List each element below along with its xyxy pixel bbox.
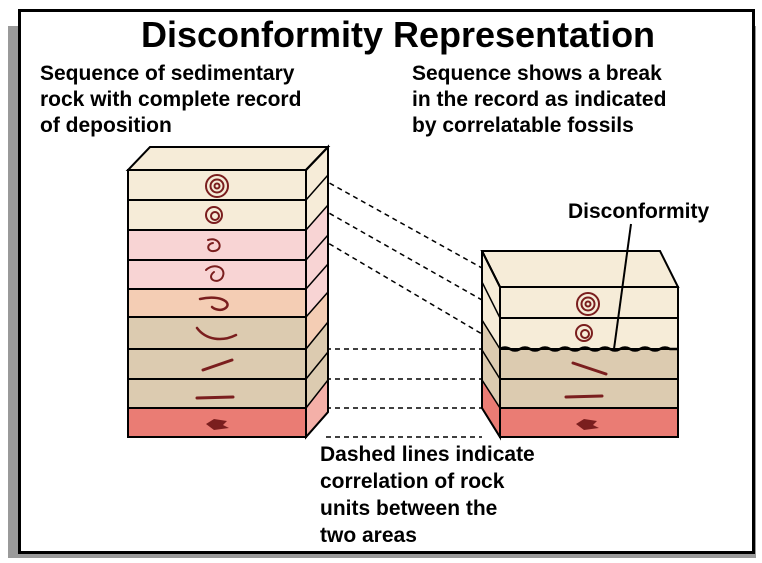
dashed-caption-line-4: two areas xyxy=(320,524,417,547)
right-caption-line-1: Sequence shows a break xyxy=(412,62,662,85)
left-layer-4 xyxy=(128,260,306,289)
left-layer-5 xyxy=(128,289,306,317)
right-caption-line-2: in the record as indicated xyxy=(412,88,666,111)
left-layer-6 xyxy=(128,317,306,349)
right-layer-4 xyxy=(500,379,678,408)
correlation-line xyxy=(306,170,482,268)
correlation-lines xyxy=(306,170,482,437)
flat-shell-icon xyxy=(197,397,233,398)
left-layer-8 xyxy=(128,379,306,408)
right-column-top xyxy=(482,251,678,287)
left-caption-line-2: rock with complete record xyxy=(40,88,301,111)
right-rock-column xyxy=(482,251,678,437)
dashed-caption-line-3: units between the xyxy=(320,497,497,520)
correlation-line xyxy=(306,230,482,334)
left-caption-line-3: of deposition xyxy=(40,114,172,137)
left-layer-2 xyxy=(128,200,306,230)
left-layer-3 xyxy=(128,230,306,260)
right-layer-3 xyxy=(500,349,678,379)
right-caption-line-3: by correlatable fossils xyxy=(412,114,634,137)
correlation-line xyxy=(306,200,482,300)
diagram-title: Disconformity Representation xyxy=(141,14,655,55)
left-caption-line-1: Sequence of sedimentary xyxy=(40,62,295,85)
flat-shell-icon xyxy=(566,396,602,397)
dashed-caption-line-1: Dashed lines indicate xyxy=(320,443,535,466)
disconformity-label: Disconformity xyxy=(568,200,710,223)
dashed-caption-line-2: correlation of rock xyxy=(320,470,505,493)
left-column-top xyxy=(128,147,328,170)
